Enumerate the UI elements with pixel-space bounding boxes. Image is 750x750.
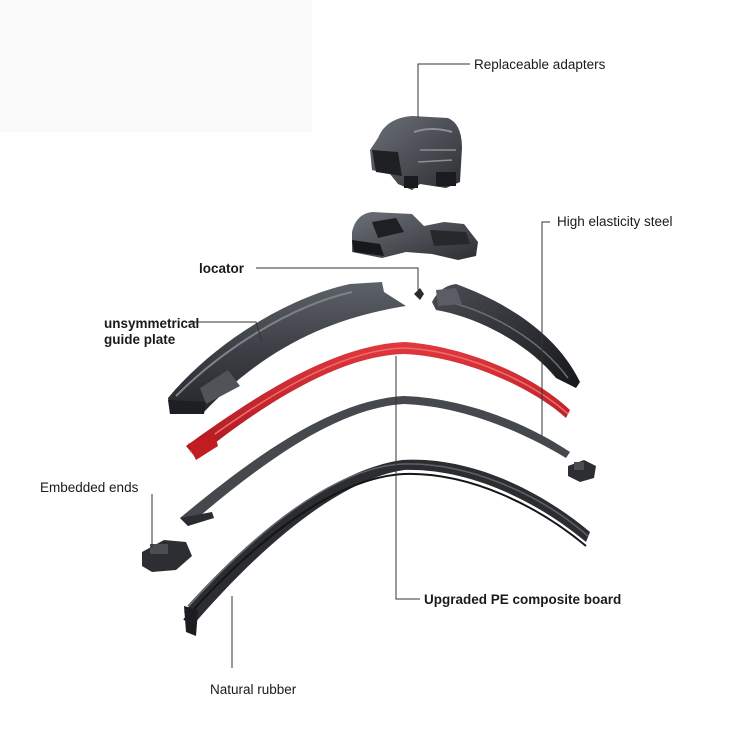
- embedded-end-right-part: [568, 460, 596, 482]
- leader-replaceable-adapters: [418, 64, 470, 118]
- label-replaceable-adapters: Replaceable adapters: [474, 57, 605, 73]
- label-unsymmetrical-guide-plate: unsymmetrical guide plate: [104, 316, 199, 348]
- label-locator: locator: [199, 261, 244, 277]
- label-high-elasticity-steel: High elasticity steel: [557, 214, 673, 230]
- rubber-part: [184, 460, 590, 636]
- adapter-top-part: [370, 116, 462, 190]
- label-embedded-ends: Embedded ends: [40, 480, 138, 496]
- embedded-end-left-part: [142, 540, 192, 572]
- adapter-base-part: [352, 212, 478, 260]
- leader-locator: [256, 268, 418, 290]
- label-natural-rubber: Natural rubber: [210, 682, 296, 698]
- label-upgraded-pe-composite-board: Upgraded PE composite board: [424, 592, 621, 608]
- background-panel: [0, 0, 312, 132]
- locator-marker: [414, 288, 424, 300]
- leader-pe-board: [396, 356, 420, 599]
